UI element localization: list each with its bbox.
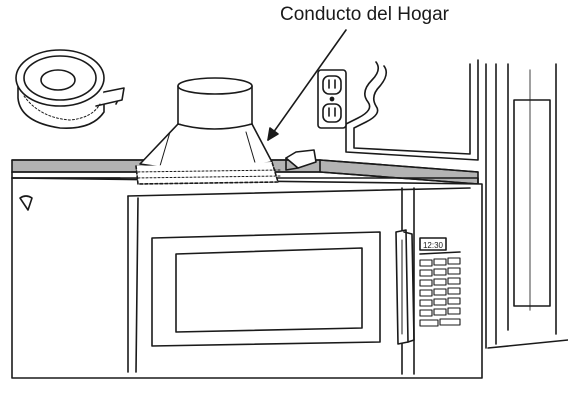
door-handle[interactable] — [395, 229, 415, 345]
damper-tab — [285, 149, 317, 171]
clock-display: 12:30 — [423, 241, 444, 250]
cabinet-bottom — [345, 59, 479, 161]
upper-cabinet — [485, 63, 568, 349]
callout-label: Conducto del Hogar — [280, 4, 449, 25]
microwave-window — [151, 231, 381, 347]
house-duct — [133, 77, 281, 185]
wall-outlet-icon — [317, 69, 347, 129]
duct-tape-roll-icon — [15, 49, 125, 129]
microwave-body — [11, 171, 483, 379]
control-panel — [419, 237, 461, 327]
callout-leader — [267, 29, 347, 141]
